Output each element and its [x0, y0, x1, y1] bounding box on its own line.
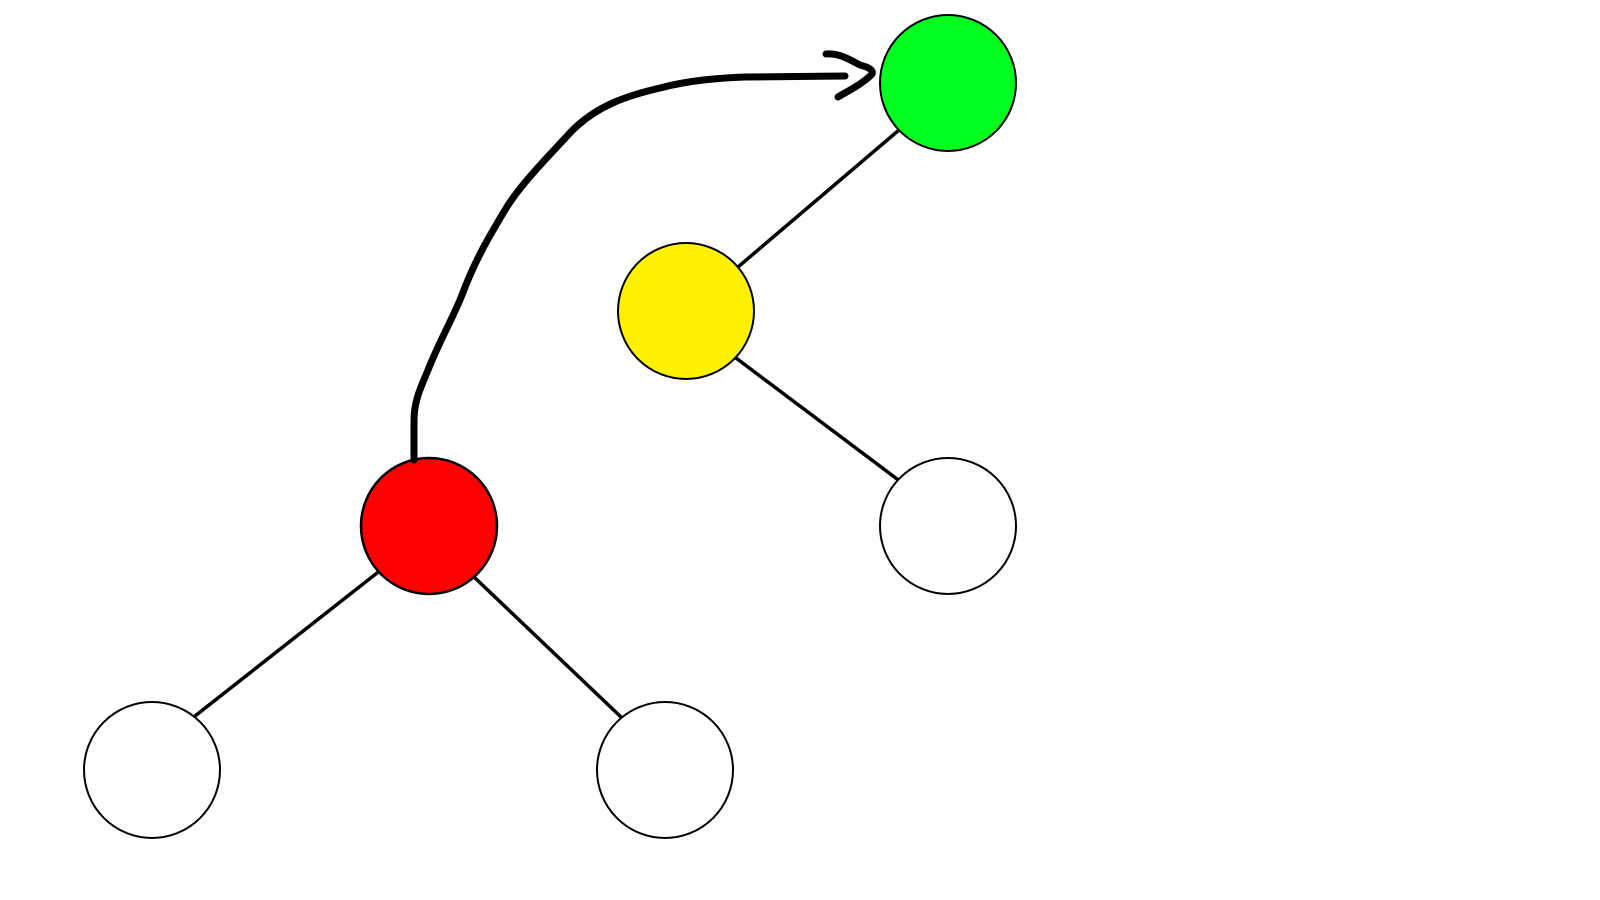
node-leaf-bottom-left [83, 701, 221, 839]
node-highlighted-red [359, 456, 499, 596]
node-middle-yellow [617, 242, 755, 380]
arrow-shaft [410, 72, 849, 464]
node-leaf-bottom-middle [596, 701, 734, 839]
hand-drawn-arrow [410, 50, 876, 464]
edge-red-left-leaf [193, 571, 379, 718]
edge-root-middle [736, 128, 901, 269]
node-root-green [879, 14, 1017, 152]
arrow-head [822, 50, 876, 101]
edge-middle-right-leaf [734, 356, 899, 481]
node-leaf-right [879, 457, 1017, 595]
edge-red-right-leaf [472, 575, 623, 719]
